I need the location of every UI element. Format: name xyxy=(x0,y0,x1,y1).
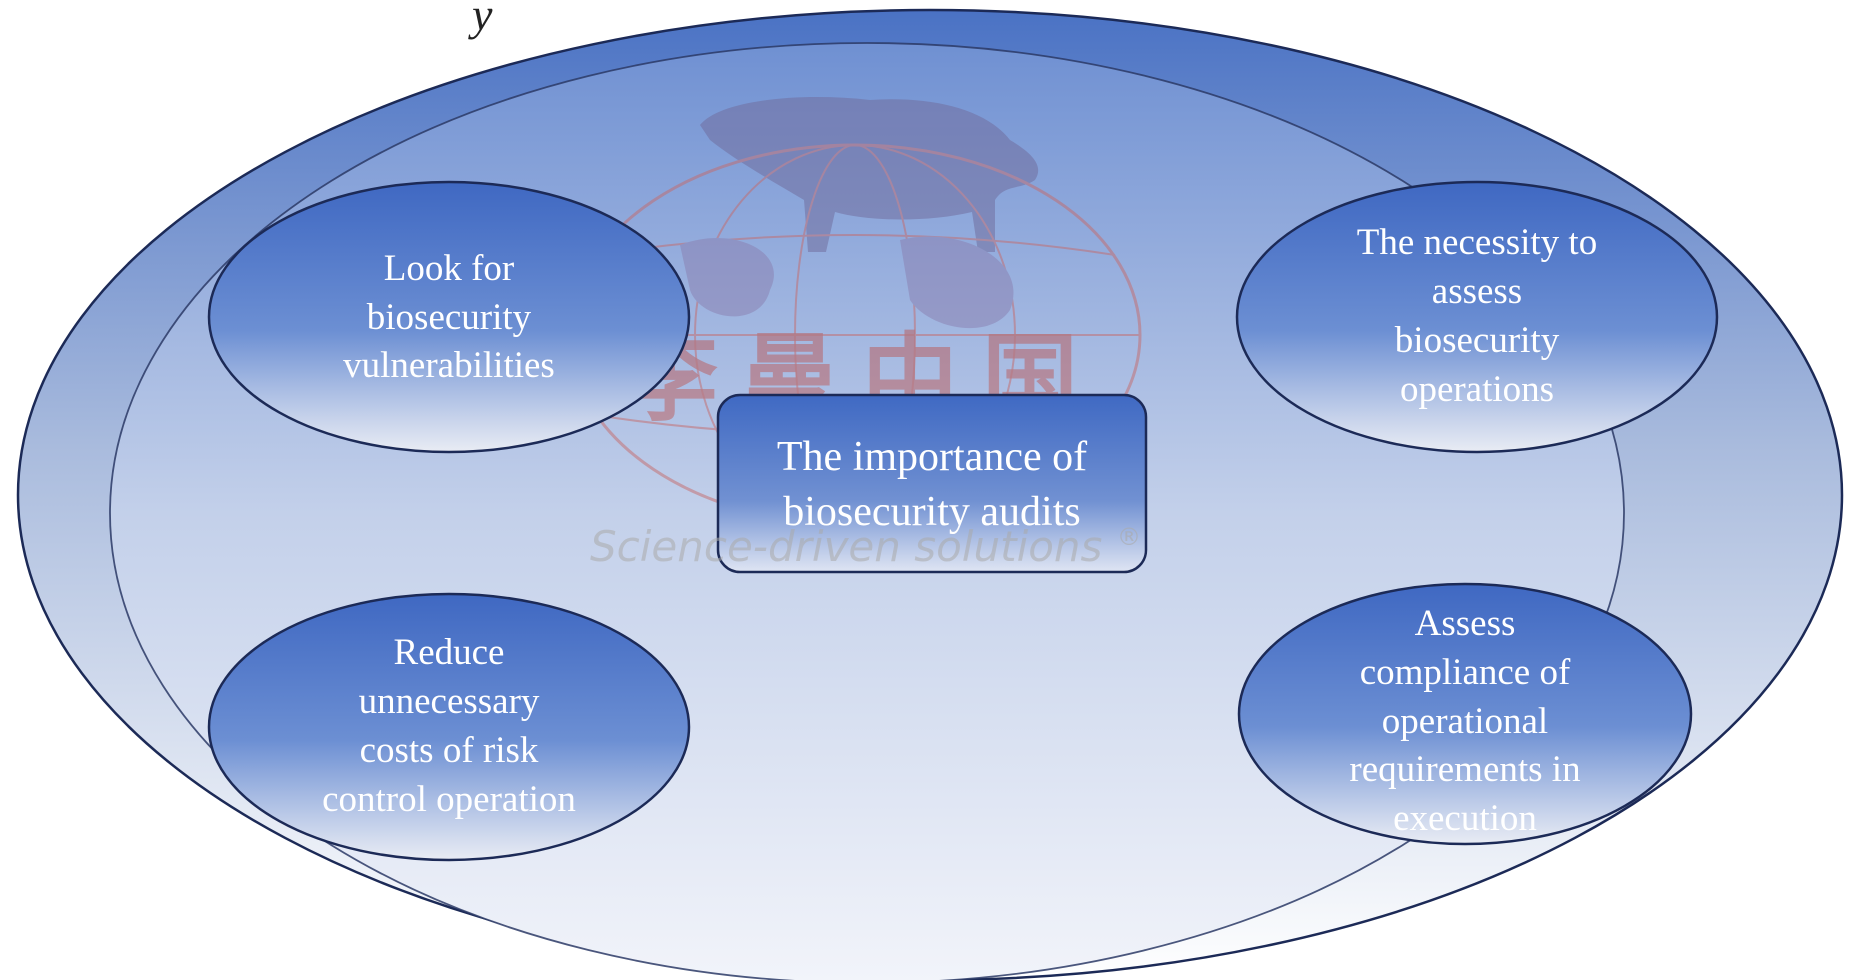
node-ellipse-bottom-right xyxy=(1237,582,1693,846)
watermark-registered-mark: ® xyxy=(1117,523,1141,551)
node-label-top-left: Look for biosecurity vulnerabilities xyxy=(343,247,555,387)
watermark-logo: 李曼中国 xyxy=(568,97,1142,527)
title-fragment: y xyxy=(472,0,493,40)
node-label-bottom-left: Reduce unnecessary costs of risk control… xyxy=(322,632,576,820)
globe-continent xyxy=(680,237,774,317)
node-ellipse-top-left xyxy=(207,180,691,454)
node-ellipse-bottom-left xyxy=(207,592,691,862)
node-label-top-right: The necessity to assess biosecurity oper… xyxy=(1356,222,1598,410)
globe-parallel xyxy=(594,234,1116,256)
node-label-bottom-right: Assess compliance of operational require… xyxy=(1349,602,1581,840)
watermark-slogan: Science-driven solutions xyxy=(590,522,1103,571)
globe-continent xyxy=(900,236,1014,329)
node-ellipse-top-right xyxy=(1235,180,1719,454)
center-box xyxy=(716,393,1148,574)
center-label: The importance of biosecurity audits xyxy=(776,433,1088,535)
pig-silhouette-icon xyxy=(700,97,1039,252)
